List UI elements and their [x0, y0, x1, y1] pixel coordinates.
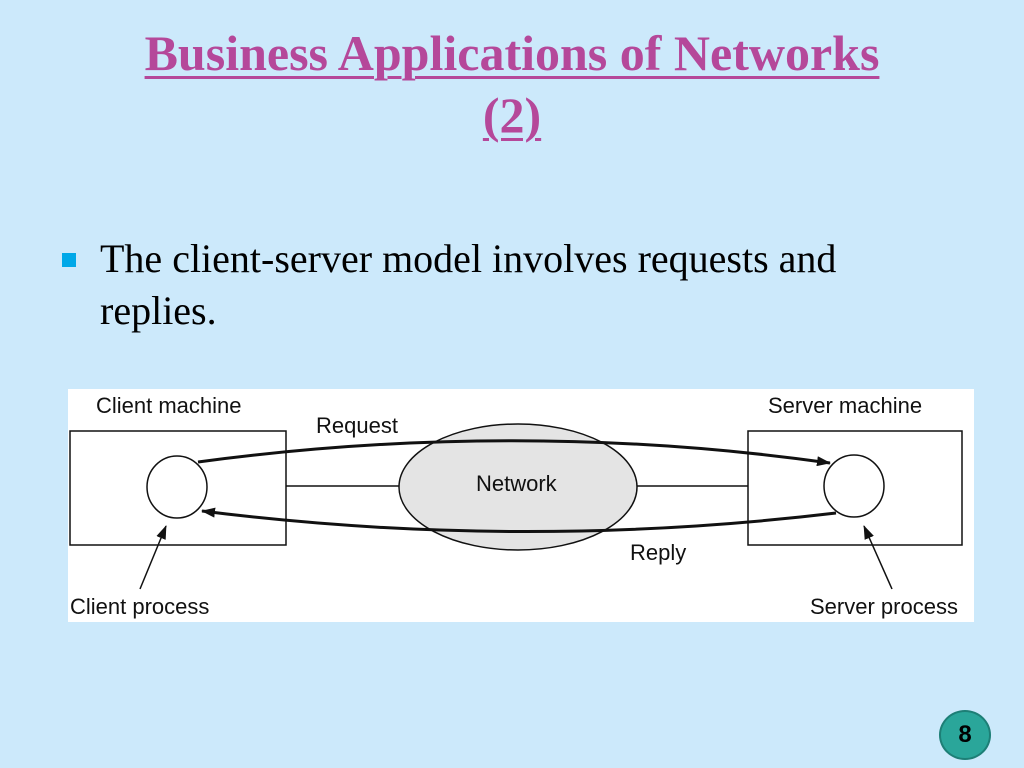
- page-number-badge: 8: [939, 710, 991, 760]
- request-label: Request: [316, 413, 398, 438]
- server-machine-label: Server machine: [768, 393, 922, 418]
- request-arrow: [197, 439, 831, 467]
- client-server-diagram: Client machine Server machine Request Ne…: [68, 389, 974, 622]
- client-process-circle: [146, 455, 208, 519]
- bullet-square-icon: [62, 253, 76, 267]
- client-process-pointer: [139, 525, 167, 590]
- title-line-1: Business Applications of Networks: [144, 25, 880, 81]
- network-label: Network: [476, 471, 558, 496]
- reply-label: Reply: [630, 540, 686, 565]
- bullet-text: The client-server model involves request…: [100, 236, 837, 333]
- title-line-2: (2): [482, 87, 542, 143]
- page-title: Business Applications of Networks (2): [0, 22, 1024, 146]
- server-process-circle: [823, 454, 885, 518]
- diagram-svg: Client machine Server machine Request Ne…: [69, 393, 963, 619]
- client-process-label: Client process: [70, 594, 209, 619]
- server-process-label: Server process: [810, 594, 958, 619]
- server-process-pointer: [863, 525, 893, 590]
- network-cloud: [398, 423, 638, 551]
- reply-arrow: [201, 507, 837, 533]
- client-machine-label: Client machine: [96, 393, 242, 418]
